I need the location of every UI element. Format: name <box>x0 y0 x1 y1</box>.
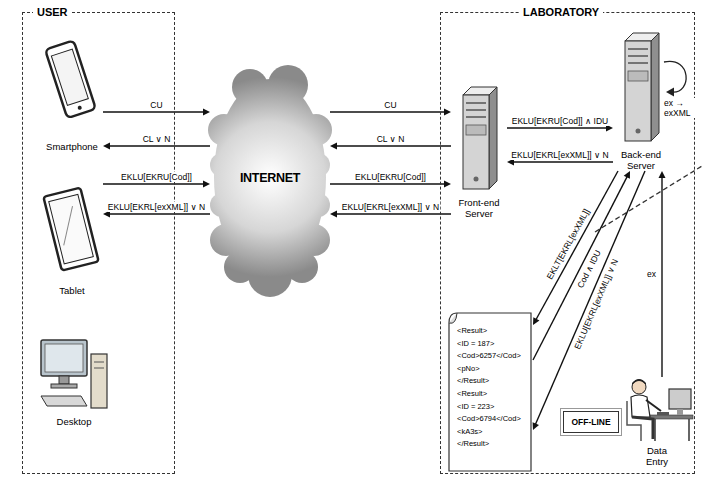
xml-line: <kA3s> <box>457 426 533 439</box>
arrowhead <box>624 171 630 179</box>
cloud-label: INTERNET <box>240 171 300 185</box>
desktop-icon <box>37 336 111 414</box>
connector <box>533 171 630 360</box>
tablet-device: Tablet <box>41 183 103 296</box>
arrowhead <box>533 317 539 325</box>
arrowhead <box>330 211 337 218</box>
connector <box>103 143 210 150</box>
connector-line <box>103 111 204 112</box>
xml-line: <ID = 187> <box>457 338 533 351</box>
loop-arrow <box>664 61 686 92</box>
region-title: USER <box>33 5 72 19</box>
connector-line <box>336 213 451 214</box>
connector <box>507 125 613 132</box>
connector-line <box>336 145 451 146</box>
transform-note: ex → exXML <box>664 98 702 118</box>
operator-label: Data Entry <box>637 445 677 467</box>
back-end-server: Back-end Server <box>613 29 669 171</box>
server-icon <box>451 83 507 195</box>
user-region: USERSmartphoneTabletDesktop <box>22 12 175 474</box>
arrowhead <box>103 143 110 150</box>
arrowhead <box>203 109 210 116</box>
edge-label: ex <box>646 269 657 279</box>
connector-line <box>533 176 627 360</box>
arrowhead <box>330 143 337 150</box>
arrowhead <box>507 159 514 166</box>
connector <box>659 171 666 377</box>
smartphone-icon <box>41 29 103 139</box>
connector-line <box>330 111 445 112</box>
arrowhead <box>444 181 451 188</box>
connector <box>533 171 645 430</box>
xml-line: <Result> <box>457 325 533 338</box>
connector-line <box>536 171 618 320</box>
edge-label: EKLU[EKRU[Cod]] ∧ IDU <box>511 116 609 126</box>
internet-cloud: INTERNET <box>210 55 330 300</box>
data-entry-operator: Data Entry <box>619 377 695 467</box>
device-label: Tablet <box>41 285 103 296</box>
connector <box>330 143 451 150</box>
arrowhead <box>203 181 210 188</box>
edge-label: CL ∨ N <box>142 134 172 144</box>
xml-line: <Result> <box>457 388 533 401</box>
xml-line: <pNo> <box>457 363 533 376</box>
arrowhead <box>444 109 451 116</box>
edge-label: EKLU[EKRL[exXML]] ∨ N <box>107 202 206 212</box>
connector-line <box>330 183 445 184</box>
connector-line <box>103 183 204 184</box>
arrowhead <box>103 211 110 218</box>
server-label: Back-end Server <box>617 149 665 171</box>
device-label: Desktop <box>37 416 111 427</box>
connector <box>533 171 618 325</box>
edge-label: CU <box>383 100 397 110</box>
offline-label: OFF-LINE <box>571 417 610 427</box>
operator-icon <box>619 377 695 443</box>
connector <box>103 181 210 188</box>
offline-box: OFF-LINE <box>563 411 619 433</box>
desktop-device: Desktop <box>37 336 111 427</box>
edge-label: EKLU[EKRL[exXML]] ∨ N <box>341 202 440 212</box>
xml-line: </Result> <box>457 438 533 451</box>
edge-label: CL ∨ N <box>376 134 406 144</box>
arrowhead <box>606 125 613 132</box>
offline-boundary <box>595 166 702 232</box>
connector <box>330 211 451 218</box>
connector <box>103 211 210 218</box>
smartphone-device: Smartphone <box>41 29 103 152</box>
loop-arrowhead <box>666 88 674 97</box>
region-title: LABORATORY <box>519 5 603 19</box>
xml-document: <Result><ID = 187><Cod>6257</Cod><pNo></… <box>447 311 533 473</box>
server-icon <box>613 29 669 147</box>
edge-label: CU <box>149 100 163 110</box>
connector <box>330 109 451 116</box>
edge-label: EKLU[EKRU[Cod]] <box>354 172 427 182</box>
xml-line: <Cod>6794</Cod> <box>457 413 533 426</box>
edge-label: EKLU[EKRL[exXML]] ∨ N <box>510 150 609 160</box>
front-end-server: Front-end Server <box>451 83 507 219</box>
arrowhead <box>659 171 666 178</box>
connector <box>507 159 613 166</box>
connector-line <box>109 145 210 146</box>
connector <box>103 109 210 116</box>
device-label: Smartphone <box>41 141 103 152</box>
connector-line <box>109 213 210 214</box>
xml-line: <ID = 223> <box>457 401 533 414</box>
connector-line <box>513 161 613 162</box>
arrowhead <box>533 422 539 430</box>
connector-line <box>535 171 645 424</box>
connector-line <box>661 177 662 377</box>
edge-label: EKLU[EKRU[Cod]] <box>120 172 193 182</box>
xml-line: </Result> <box>457 375 533 388</box>
xml-line: <Cod>6257</Cod> <box>457 350 533 363</box>
connector-line <box>507 127 607 128</box>
server-label: Front-end Server <box>455 197 503 219</box>
tablet-icon <box>41 183 103 283</box>
connector <box>330 181 451 188</box>
